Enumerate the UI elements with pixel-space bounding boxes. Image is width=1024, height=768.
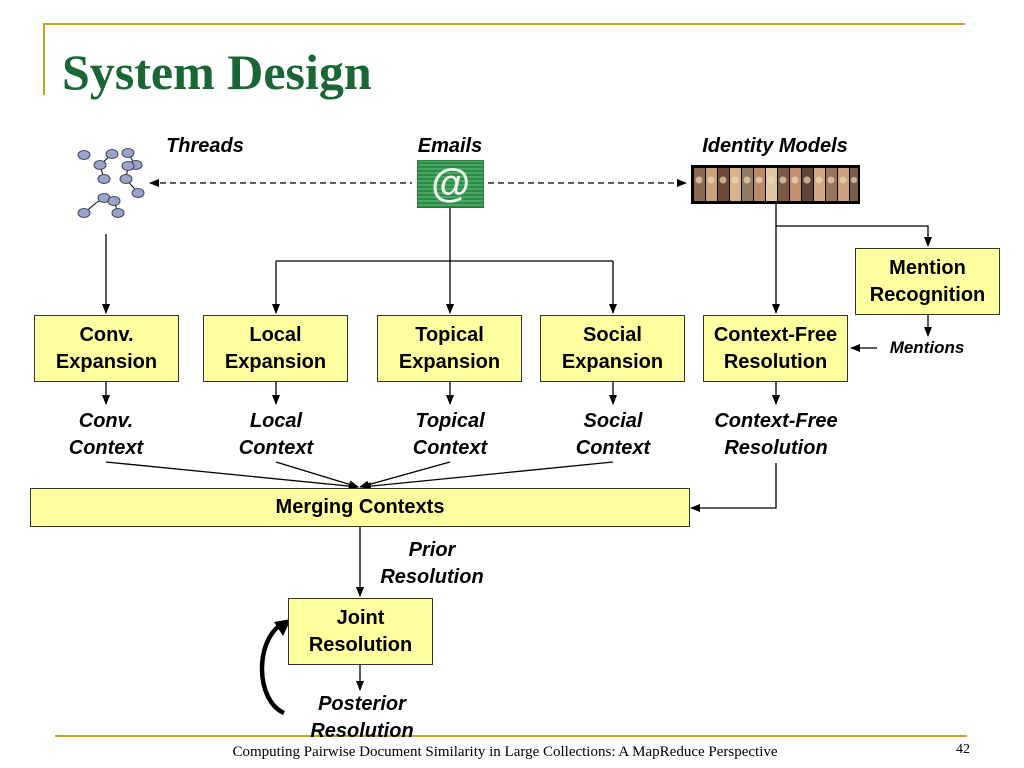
arrow-identity-mention (776, 225, 932, 247)
feedback-loop-arrow (259, 622, 286, 716)
threads-label: Threads (166, 135, 244, 157)
at-sign-email-icon: @ (417, 160, 484, 208)
arrow-social-merge (361, 461, 614, 491)
social-expansion-box: Social Expansion (540, 315, 685, 382)
arrow-conv-merge (105, 461, 359, 491)
frame-top-rule (43, 23, 965, 25)
frame-bottom-rule (55, 735, 967, 737)
svg-text:@: @ (430, 162, 469, 206)
conv-expansion-box: Conv. Expansion (34, 315, 179, 382)
social-context-label: Social Context (575, 410, 651, 459)
slide-title: System Design (62, 44, 372, 100)
topical-expansion-box: Topical Expansion (377, 315, 522, 382)
face-photo-strip-icon (691, 165, 860, 204)
arrow-topical-merge (359, 461, 451, 489)
local-context-label: Local Context (238, 410, 314, 459)
context-free-resolution-label: Context-Free Resolution (714, 410, 838, 459)
page-number: 42 (956, 742, 970, 757)
frame-left-rule (43, 23, 45, 95)
identity-models-label: Identity Models (702, 135, 848, 157)
local-expansion-box: Local Expansion (203, 315, 348, 382)
mentions-label: Mentions (889, 338, 965, 357)
posterior-resolution-label: Posterior Resolution (310, 693, 414, 742)
conv-context-label: Conv. Context (68, 410, 144, 459)
topical-context-label: Topical Context (412, 410, 488, 459)
arrow-local-merge (275, 461, 359, 489)
context-free-resolution-box: Context-Free Resolution (703, 315, 848, 382)
emails-label: Emails (417, 135, 483, 157)
mention-recognition-box: Mention Recognition (855, 248, 1000, 315)
slide-footer: Computing Pairwise Document Similarity i… (232, 744, 778, 760)
thread-graph-icon (77, 148, 145, 218)
joint-resolution-box: Joint Resolution (288, 598, 433, 665)
merging-contexts-box: Merging Contexts (30, 488, 690, 527)
arrow-cfr-merge (690, 463, 777, 512)
prior-resolution-label: Prior Resolution (380, 539, 484, 588)
